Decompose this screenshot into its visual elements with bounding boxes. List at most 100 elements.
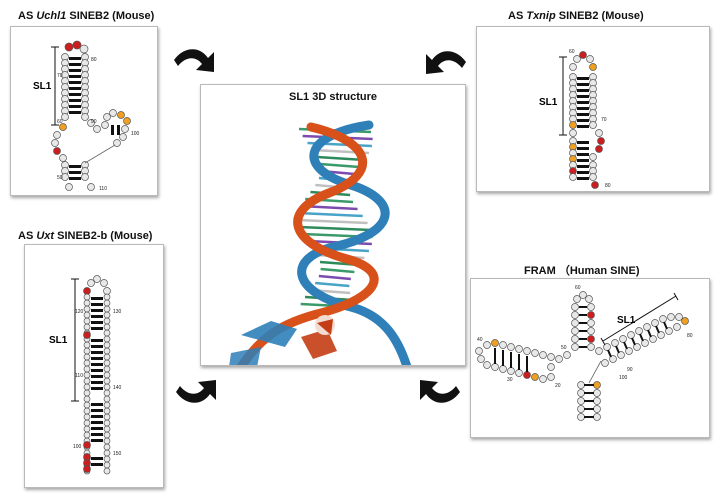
nucleotide <box>83 419 91 427</box>
num-label: 80 <box>91 57 97 63</box>
helix-rung <box>319 162 360 169</box>
num-label: 130 <box>113 309 122 315</box>
nucleotide <box>83 413 91 421</box>
txnip-secondary-structure: SL1 60 70 80 <box>539 49 611 189</box>
nucleotide <box>103 431 111 439</box>
fram-diagonal-pairs <box>607 321 668 358</box>
num-label: 120 <box>75 309 84 315</box>
nucleotide <box>83 389 91 397</box>
helix-rung <box>320 267 355 274</box>
nucleotide <box>83 311 91 319</box>
helix-rung <box>297 211 363 218</box>
nucleotide <box>103 461 111 469</box>
uchl1-sl1-label: SL1 <box>33 81 52 92</box>
txnip-title: AS Txnip SINEB2 (Mouse) <box>508 10 644 22</box>
sl1-3d-rendering <box>229 120 412 365</box>
nucleotide <box>103 359 111 367</box>
num-label: 20 <box>555 383 561 389</box>
nucleotide <box>83 395 91 403</box>
nucleotide <box>83 383 91 391</box>
nucleotide <box>103 341 111 349</box>
uxt-title: AS Uxt SINEB2-b (Mouse) <box>18 230 153 242</box>
num-label: 40 <box>477 337 483 343</box>
nucleotide <box>83 425 91 433</box>
arrow-bottom-left <box>176 380 216 403</box>
orange-backbone-ribbon <box>236 122 379 365</box>
nucleotide <box>83 401 91 409</box>
nucleotide <box>103 419 111 427</box>
num-label: 60 <box>569 49 575 55</box>
num-label: 100 <box>619 375 628 381</box>
num-label: 90 <box>627 367 633 373</box>
nucleotide <box>83 299 91 307</box>
nucleotide <box>103 389 111 397</box>
nucleotide <box>103 449 111 457</box>
lower-structure-fragments <box>229 315 337 365</box>
nucleotide <box>103 317 111 325</box>
nucleotide <box>83 317 91 325</box>
num-label: 100 <box>131 131 140 137</box>
fram-secondary-structure: SL1 40 60 50 80 90 30 20 100 <box>475 285 693 421</box>
txnip-sl1-label: SL1 <box>539 97 558 108</box>
nucleotide <box>83 323 91 331</box>
nucleotide <box>103 353 111 361</box>
nucleotide <box>83 305 91 313</box>
txnip-structure-panel: SL1 60 70 80 <box>476 26 710 192</box>
num-label: 140 <box>113 385 122 391</box>
nucleotide <box>103 311 111 319</box>
fram-nucleotides <box>475 291 689 421</box>
nucleotide <box>83 353 91 361</box>
nucleotide <box>103 443 111 451</box>
nucleotide <box>83 347 91 355</box>
nucleotide <box>103 377 111 385</box>
helix-rung <box>315 281 350 288</box>
uchl1-title: AS Uchl1 SINEB2 (Mouse) <box>18 10 155 22</box>
nucleotide <box>83 371 91 379</box>
num-label: 60 <box>575 285 581 291</box>
nucleotide <box>103 365 111 373</box>
num-label: 150 <box>113 451 122 457</box>
txnip-nucleotides <box>569 51 605 189</box>
fram-stem-pairs <box>494 306 594 418</box>
num-label: 50 <box>561 345 567 351</box>
blue-backbone-ribbon <box>297 120 412 365</box>
sl1-3d-title: SL1 3D structure <box>288 91 378 103</box>
nucleotide <box>103 323 111 331</box>
helix-rung <box>297 218 368 225</box>
uxt-nucleotides <box>83 275 111 295</box>
num-label: 100 <box>73 444 82 450</box>
helix-rung <box>318 274 351 281</box>
nucleotide <box>83 407 91 415</box>
num-label: 110 <box>75 373 83 379</box>
nucleotide <box>103 455 111 463</box>
nucleotide <box>103 425 111 433</box>
num-label: 90 <box>91 119 97 125</box>
num-label: 60 <box>57 119 63 125</box>
uxt-secondary-structure: SL1 120 130 110 140 100 150 <box>49 275 122 475</box>
num-label: 30 <box>507 377 513 383</box>
nucleotide <box>103 347 111 355</box>
nucleotide <box>103 467 111 475</box>
nucleotide <box>103 371 111 379</box>
nucleotide <box>103 407 111 415</box>
nucleotide <box>103 293 111 301</box>
txnip-stem-pairs <box>577 77 589 180</box>
nucleotide <box>103 299 111 307</box>
helix-rung <box>317 155 365 162</box>
nucleotide <box>83 365 91 373</box>
nucleotide <box>83 341 91 349</box>
helix-rung <box>299 225 372 232</box>
uchl1-stem-pairs <box>69 57 120 180</box>
arrow-top-left <box>174 49 214 72</box>
nucleotide <box>103 437 111 445</box>
fram-sl1-label: SL1 <box>617 315 636 326</box>
nucleotide <box>103 401 111 409</box>
uxt-structure-panel: SL1 120 130 110 140 100 150 <box>24 244 164 488</box>
sl1-3d-structure-panel: SL1 3D structure <box>200 84 466 366</box>
arrow-bottom-right <box>420 380 460 403</box>
num-label: 80 <box>687 333 693 339</box>
uxt-sl1-label: SL1 <box>49 335 68 346</box>
arrow-top-right <box>426 51 466 74</box>
nucleotide <box>103 335 111 343</box>
nucleotide <box>103 383 111 391</box>
